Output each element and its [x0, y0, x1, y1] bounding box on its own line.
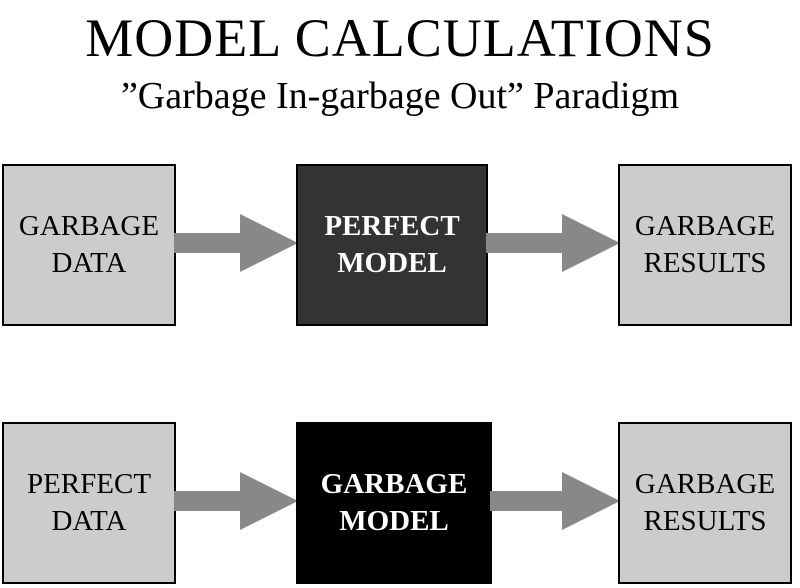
row1-input-line2: DATA	[51, 247, 127, 279]
row2-arrow-1	[174, 472, 298, 530]
diagram-subtitle: ”Garbage In-garbage Out” Paradigm	[120, 75, 680, 117]
row2-input-line1: PERFECT	[26, 468, 152, 500]
row1-model-line2: MODEL	[337, 247, 447, 279]
row2-output-box: GARBAGE RESULTS	[618, 422, 792, 584]
row2-input-box: PERFECT DATA	[2, 422, 176, 584]
row1-model-box: PERFECT MODEL	[296, 164, 488, 326]
row1-input-box: GARBAGE DATA	[2, 164, 176, 326]
row2-input-line2: DATA	[51, 505, 127, 537]
row1-model-line1: PERFECT	[324, 210, 460, 242]
row2-model-line2: MODEL	[339, 505, 449, 537]
row1-arrow-1	[174, 214, 298, 272]
row1-output-box: GARBAGE RESULTS	[618, 164, 792, 326]
row1-input-line1: GARBAGE	[18, 210, 160, 242]
row1-output-line2: RESULTS	[643, 247, 767, 279]
row2-output-line1: GARBAGE	[634, 468, 776, 500]
row1-output-line1: GARBAGE	[634, 210, 776, 242]
diagram-title: MODEL CALCULATIONS	[85, 8, 715, 68]
row2-model-box: GARBAGE MODEL	[296, 422, 492, 584]
row2-output-line2: RESULTS	[643, 505, 767, 537]
row1-arrow-2	[486, 214, 620, 272]
row2-arrow-2	[490, 472, 620, 530]
row2-model-line1: GARBAGE	[320, 468, 468, 500]
